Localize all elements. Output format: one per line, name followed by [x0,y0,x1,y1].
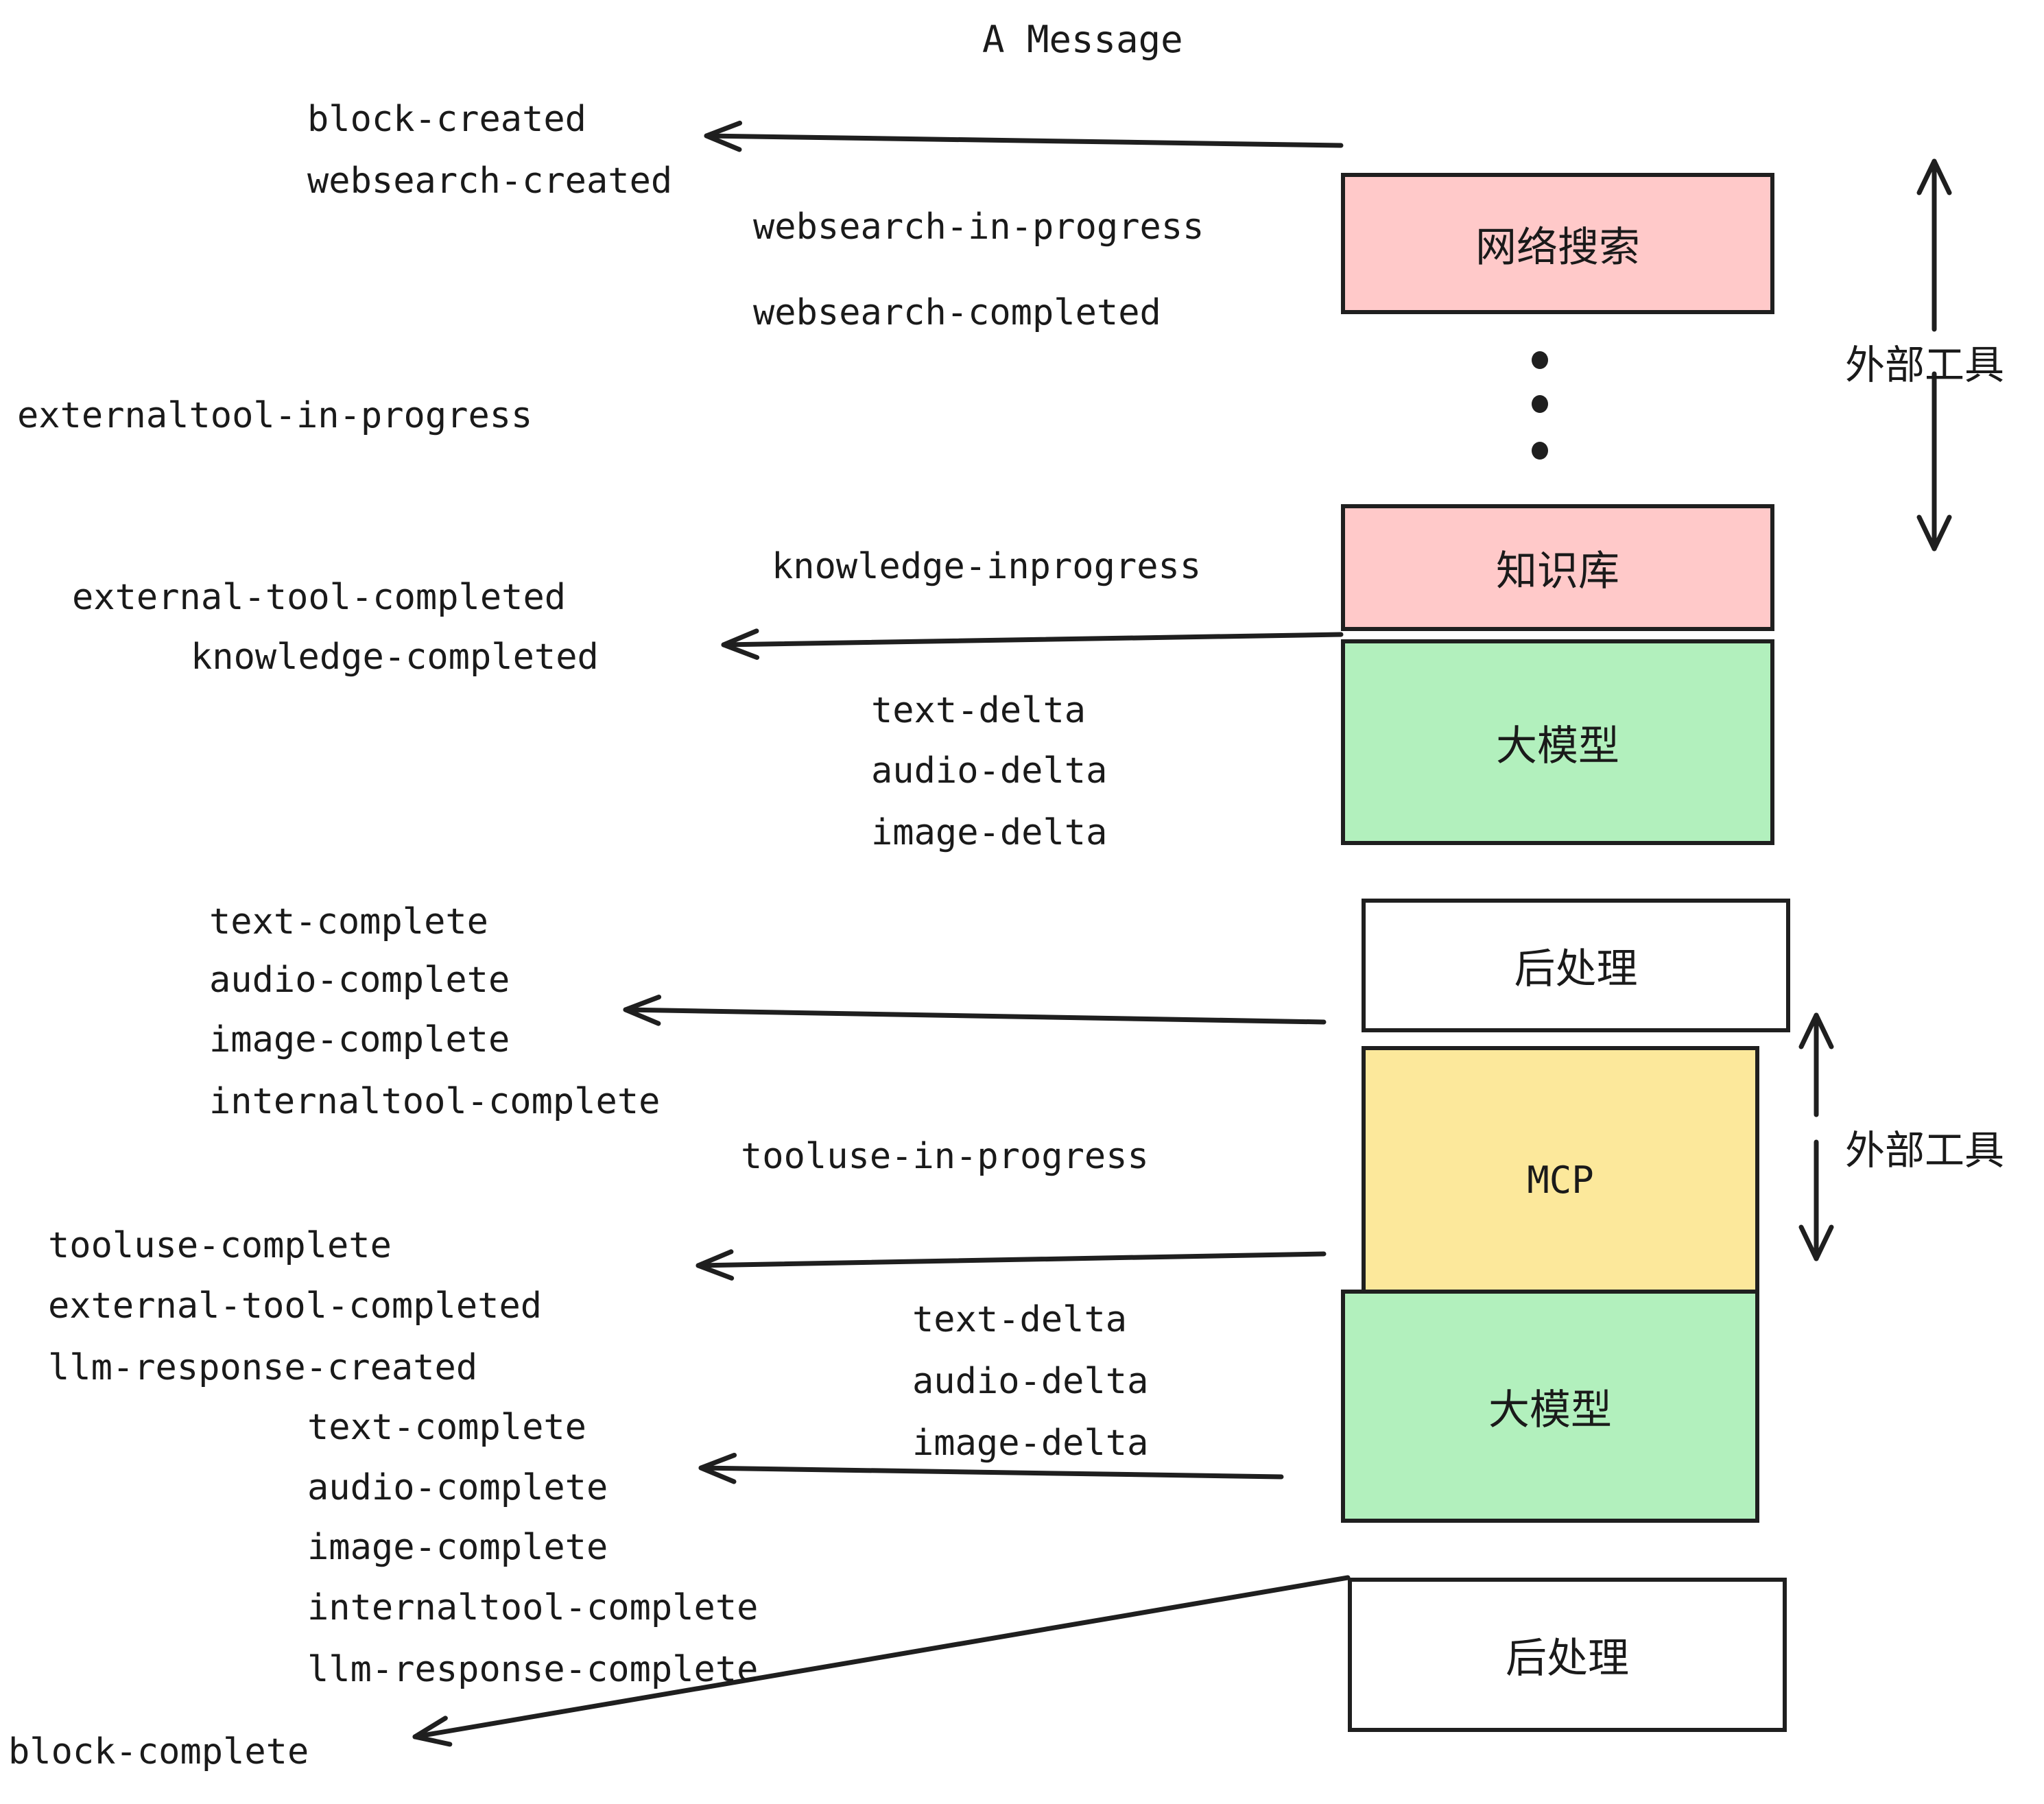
box-llm-top: 大模型 [1341,639,1774,845]
box-postprocess-bottom: 后处理 [1348,1578,1787,1732]
scale-arrow-external-tools-top-up [1916,158,1952,332]
tooluse-complete-arrow [696,1249,1327,1281]
scale-arrow-external-tools-bottom-up [1798,1012,1834,1117]
box-postprocess-top: 后处理 [1362,899,1790,1032]
event-label: image-delta [871,812,1108,853]
image-complete-arrow [623,995,1327,1026]
event-label: llm-response-created [48,1347,478,1388]
scale-arrow-external-tools-top-down [1916,371,1952,551]
event-label: internaltool-complete [307,1587,759,1628]
event-label: text-delta [871,690,1086,731]
scale-arrow-external-tools-bottom-down [1798,1139,1834,1261]
event-label: image-complete [209,1019,510,1060]
ellipsis-dot [1532,442,1548,460]
event-label: text-complete [307,1407,586,1448]
page-title: A Message [982,18,1183,61]
event-label: audio-complete [209,960,510,1001]
event-label: audio-complete [307,1467,608,1508]
event-label: external-tool-completed [72,577,567,618]
side-label-external-tools-bottom: 外部工具 [1845,1127,2005,1174]
event-label: text-delta [912,1299,1128,1340]
box-mcp: MCP [1362,1046,1759,1314]
event-label: block-complete [8,1731,309,1772]
event-label: external-tool-completed [48,1285,543,1327]
box-knowledge: 知识库 [1341,504,1774,631]
event-label: audio-delta [871,750,1108,792]
event-label: text-complete [209,901,488,942]
box-llm-bottom: 大模型 [1341,1290,1759,1523]
event-label: tooluse-complete [48,1225,392,1266]
ellipsis-dot [1532,351,1548,369]
block-created-arrow [704,120,1344,152]
knowledge-completed-arrow [721,628,1344,660]
event-label: knowledge-inprogress [772,546,1202,587]
event-label: websearch-in-progress [753,206,1204,248]
event-label: audio-delta [912,1361,1149,1402]
event-label: block-created [307,99,586,140]
event-label: websearch-completed [753,292,1161,333]
side-label-external-tools-top: 外部工具 [1845,342,2005,388]
box-websearch: 网络搜索 [1341,173,1774,314]
event-label: image-delta [912,1423,1149,1464]
event-label: image-complete [307,1527,608,1568]
event-label: llm-response-complete [307,1649,759,1690]
event-label: tooluse-in-progress [741,1136,1149,1177]
block-complete-arrow [412,1575,1351,1747]
event-label: internaltool-complete [209,1081,661,1122]
audio-complete-arrow [698,1452,1284,1484]
event-label: websearch-created [307,161,673,202]
event-label: externaltool-in-progress [17,395,533,436]
event-label: knowledge-completed [191,637,599,678]
ellipsis-dot [1532,395,1548,413]
